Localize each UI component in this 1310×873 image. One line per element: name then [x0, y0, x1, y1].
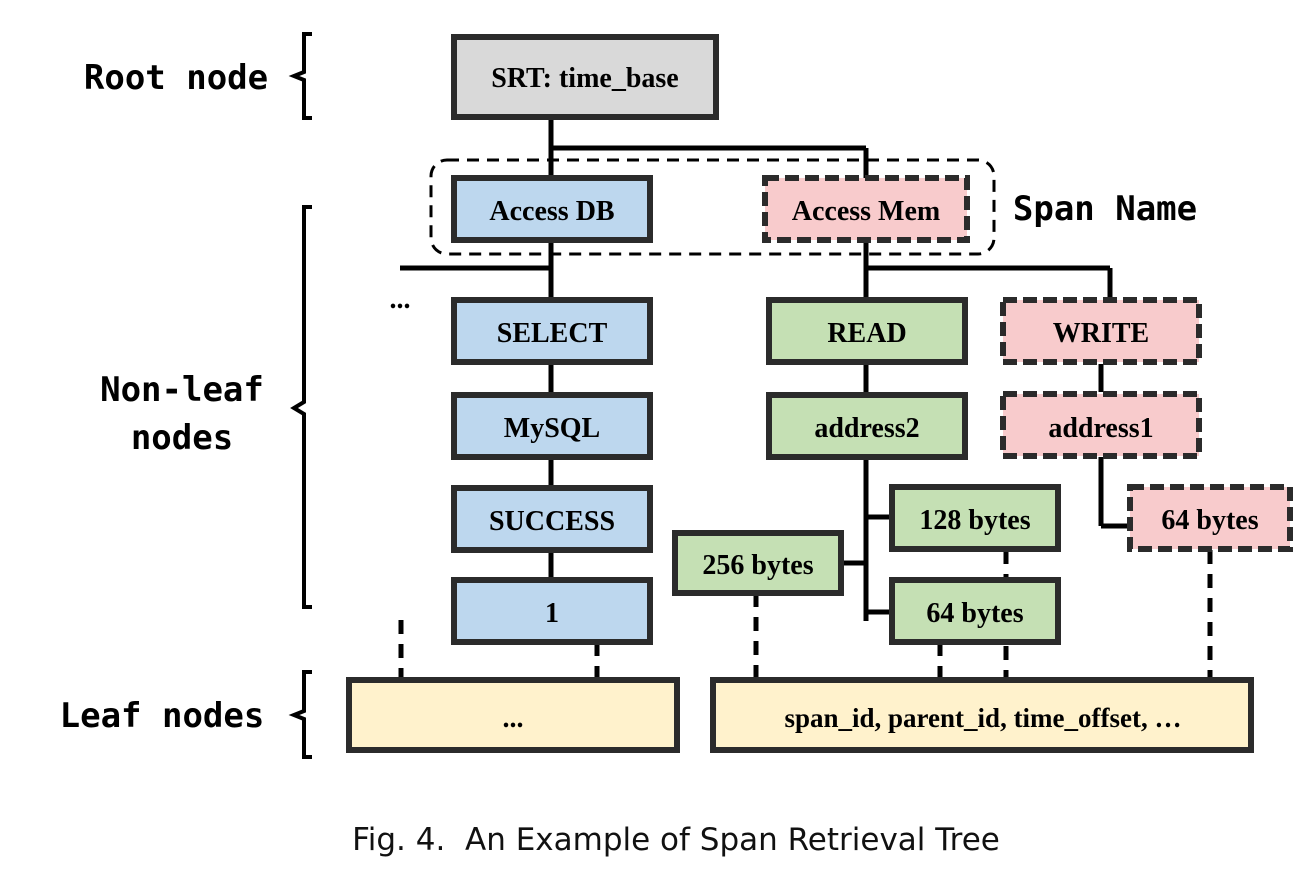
leaf-brace — [288, 670, 312, 759]
leaf-dashed-connectors — [398, 550, 1213, 680]
node-write-text: WRITE — [1053, 318, 1149, 349]
node-access-db: Access DB — [451, 175, 653, 243]
node-select: SELECT — [451, 297, 653, 365]
node-read: READ — [766, 297, 968, 365]
leaf-node-left-text: ... — [503, 703, 524, 734]
node-256-bytes: 256 bytes — [672, 530, 844, 596]
nonleaf-label-line2: nodes — [131, 418, 233, 458]
node-one: 1 — [451, 577, 653, 645]
node-256-bytes-text: 256 bytes — [702, 550, 813, 581]
leaf-node-right: span_id, parent_id, time_offset, … — [710, 677, 1254, 753]
node-64-bytes-pink: 64 bytes — [1127, 484, 1293, 552]
node-select-text: SELECT — [497, 318, 608, 349]
leaf-node-right-text: span_id, parent_id, time_offset, … — [784, 703, 1181, 733]
node-one-text: 1 — [545, 598, 559, 629]
node-access-db-text: Access DB — [489, 196, 614, 227]
node-access-mem-text: Access Mem — [792, 196, 940, 227]
node-success-text: SUCCESS — [489, 506, 615, 537]
node-64-bytes-green: 64 bytes — [889, 577, 1061, 645]
span-name-label: Span Name — [1013, 189, 1197, 229]
node-address2: address2 — [766, 392, 968, 460]
nonleaf-label-line1: Non-leaf — [100, 370, 264, 410]
root-node-text: SRT: time_base — [491, 63, 678, 94]
node-address2-text: address2 — [814, 413, 919, 444]
root-brace — [288, 32, 312, 120]
node-mysql-text: MySQL — [504, 413, 600, 444]
nonleaf-brace — [290, 205, 312, 609]
node-64-bytes-pink-text: 64 bytes — [1161, 505, 1258, 536]
tree-connectors — [400, 118, 1130, 621]
node-128-bytes-text: 128 bytes — [919, 505, 1030, 536]
ellipsis-sibling-marker: ... — [390, 284, 411, 315]
root-node: SRT: time_base — [451, 34, 719, 120]
span-name-group-box — [429, 158, 996, 256]
node-address1: address1 — [1000, 391, 1202, 459]
node-write: WRITE — [1000, 297, 1202, 365]
node-success: SUCCESS — [451, 485, 653, 553]
node-read-text: READ — [827, 318, 906, 349]
node-64-bytes-green-text: 64 bytes — [926, 598, 1023, 629]
node-access-mem: Access Mem — [762, 175, 970, 243]
node-mysql: MySQL — [451, 392, 653, 460]
node-128-bytes: 128 bytes — [889, 484, 1061, 552]
node-address1-text: address1 — [1048, 413, 1153, 444]
leaf-node-left: ... — [346, 677, 680, 753]
leaf-nodes-label: Leaf nodes — [60, 696, 265, 736]
figure-caption: Fig. 4. An Example of Span Retrieval Tre… — [352, 822, 1000, 858]
root-node-label: Root node — [84, 58, 268, 98]
